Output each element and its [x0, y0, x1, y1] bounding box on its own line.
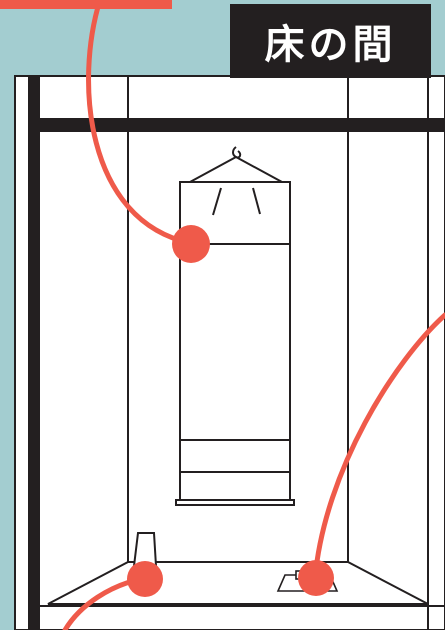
- label-box-fragment: [0, 0, 172, 9]
- marker-dot-incense: [298, 560, 334, 596]
- leader-line-incense: [312, 312, 445, 581]
- title-box-bg: [230, 4, 431, 78]
- marker-dot-scroll: [172, 225, 210, 263]
- toko-pillar: [28, 76, 40, 630]
- marker-dot-vase: [127, 561, 163, 597]
- title-box: 床の間: [230, 4, 431, 78]
- page-title: 床の間: [264, 22, 397, 68]
- lintel-beam: [40, 118, 445, 132]
- hanging-scroll: [175, 146, 295, 506]
- leader-line-scroll: [86, 0, 193, 246]
